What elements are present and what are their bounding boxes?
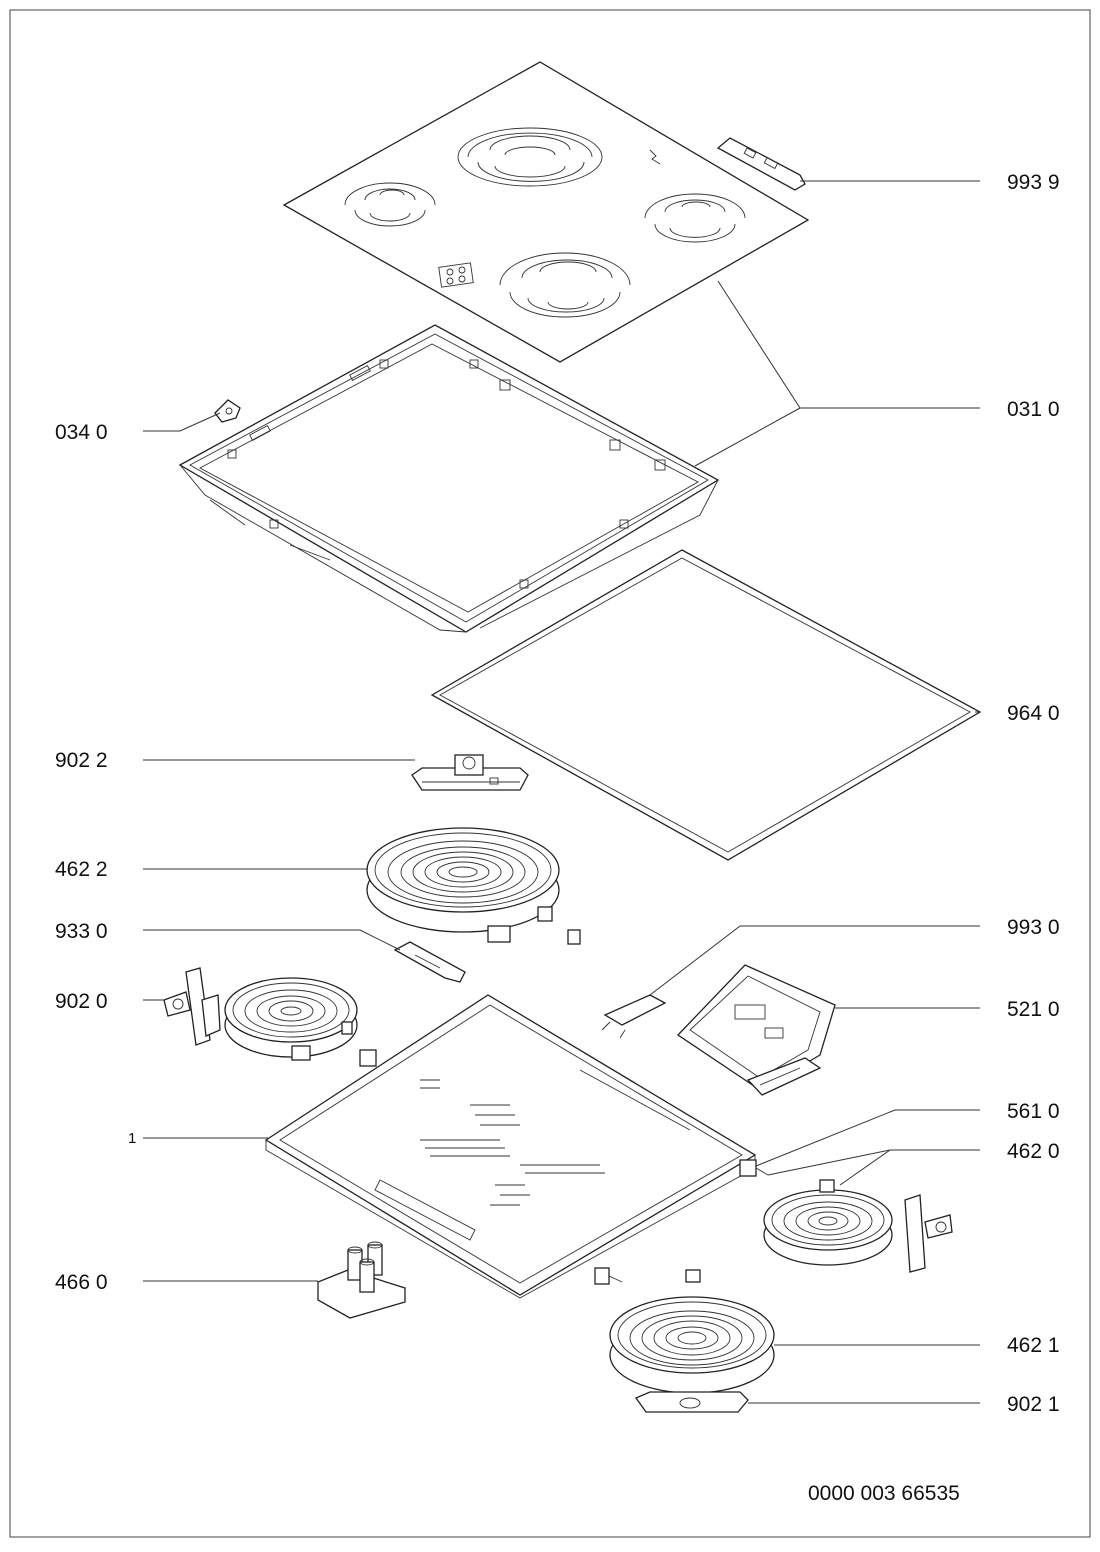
label-9939: 993 9: [1007, 171, 1060, 194]
frame-slots: [227, 359, 666, 589]
label-9020: 902 0: [55, 990, 108, 1013]
cooktop-frame: [178, 324, 720, 633]
label-0310: 031 0: [1007, 398, 1060, 421]
bracket-part-9020: [163, 967, 221, 1046]
clamp-part-9939: [716, 137, 806, 191]
label-9022: 902 2: [55, 749, 108, 772]
switch-part-5610: [739, 1159, 769, 1177]
base-tray: [264, 994, 757, 1299]
label-9330: 933 0: [55, 920, 108, 943]
control-module-5210: [676, 964, 836, 1096]
label-0340: 034 0: [55, 421, 108, 444]
cooking-zone-left: [344, 182, 436, 227]
radiant-heater-small-left: [224, 977, 377, 1067]
bracket-part-9021: [635, 1391, 749, 1413]
part-labels: 993 9 031 0 034 0 964 0 902 2 462 2 933 …: [55, 171, 1060, 1505]
label-5210: 521 0: [1007, 998, 1060, 1021]
drawing-number: 0000 003 66535: [808, 1482, 960, 1505]
radiant-heater-medium: [594, 1267, 775, 1394]
label-9640: 964 0: [1007, 702, 1060, 725]
label-4660: 466 0: [55, 1271, 108, 1294]
sealing-gasket: [430, 549, 982, 861]
terminal-block-4660: [317, 1241, 406, 1319]
bracket-part-9022: [411, 754, 529, 791]
clip-part-0340: [214, 399, 241, 423]
cooking-zone-large: [457, 127, 603, 187]
label-9021: 902 1: [1007, 1393, 1060, 1416]
radiant-heater-small-right: [763, 1179, 893, 1266]
logo-mark: [649, 149, 661, 165]
zone-symbol-icon: [438, 262, 474, 288]
radiant-heater-large: [366, 827, 581, 945]
label-4620: 462 0: [1007, 1140, 1060, 1163]
cooking-zone-front: [499, 252, 631, 318]
label-4621: 462 1: [1007, 1334, 1060, 1357]
label-9930: 993 0: [1007, 916, 1060, 939]
label-5610: 561 0: [1007, 1100, 1060, 1123]
leader-lines: [143, 180, 980, 1404]
glass-ceramic-top: [282, 61, 810, 363]
cooking-zone-right: [644, 193, 746, 243]
label-4622: 462 2: [55, 858, 108, 881]
clip-part-9930: [601, 994, 667, 1039]
bracket-part-right-heater: [904, 1194, 953, 1273]
label-1: 1: [128, 1130, 136, 1147]
sheet-border: [9, 9, 1091, 1538]
vent-holes: [420, 1079, 605, 1206]
clamp-part-9330: [393, 941, 466, 983]
